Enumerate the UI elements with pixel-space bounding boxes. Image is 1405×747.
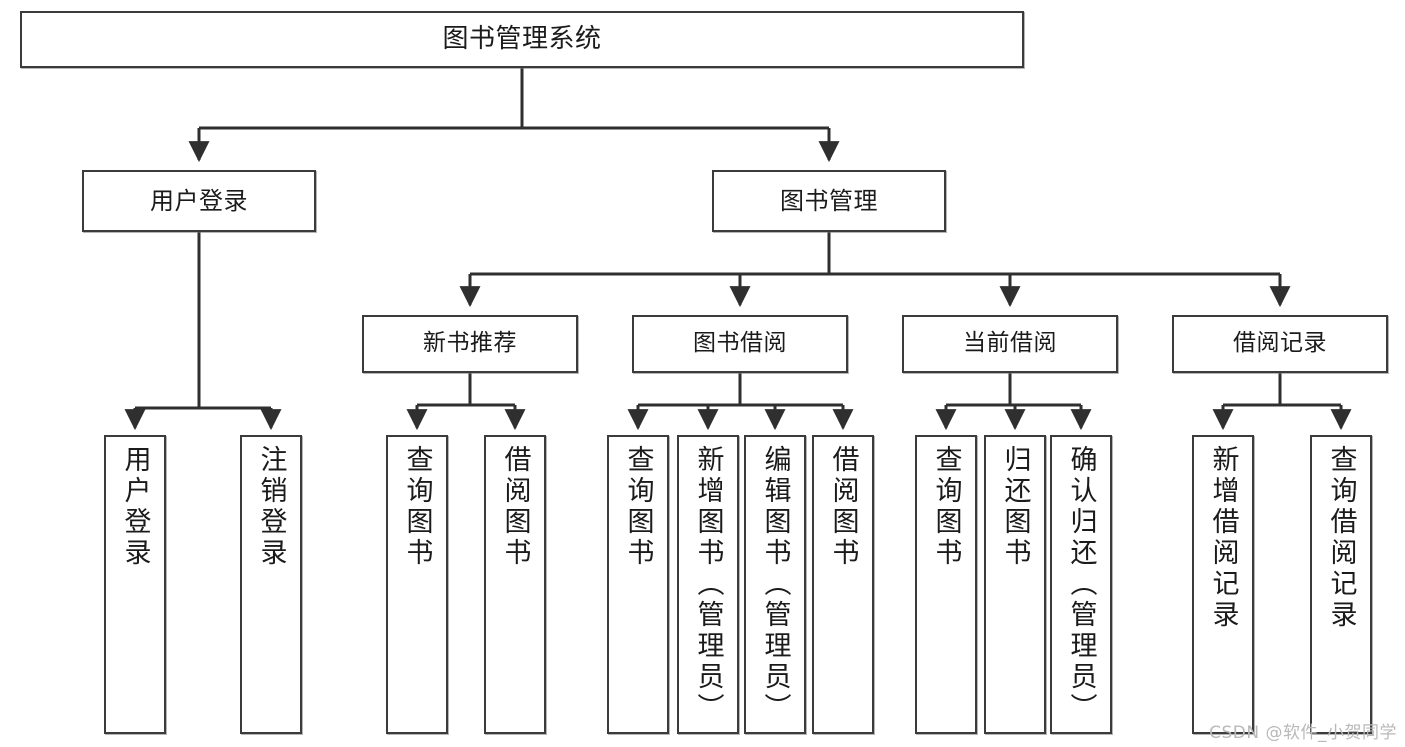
node-leaf-borrow-book-rec[interactable]: 借阅图书 (484, 435, 546, 734)
node-leaf-query-record-label: 查询借阅记录 (1325, 445, 1357, 631)
node-leaf-return-book[interactable]: 归还图书 (984, 435, 1046, 734)
node-book-manage[interactable]: 图书管理 (712, 170, 946, 232)
node-leaf-add-record[interactable]: 新增借阅记录 (1192, 435, 1254, 734)
node-user-login-label: 用户登录 (150, 186, 248, 215)
node-leaf-query-record[interactable]: 查询借阅记录 (1310, 435, 1372, 734)
node-leaf-query-book-current-label: 查询图书 (930, 445, 962, 569)
node-borrow-record-label: 借阅记录 (1233, 330, 1327, 357)
node-leaf-query-book-borrow[interactable]: 查询图书 (607, 435, 669, 734)
node-new-book-rec-label: 新书推荐 (423, 330, 517, 357)
node-user-login[interactable]: 用户登录 (82, 170, 316, 232)
node-leaf-borrow-book[interactable]: 借阅图书 (812, 435, 874, 734)
node-book-borrow[interactable]: 图书借阅 (632, 315, 848, 373)
node-leaf-user-login[interactable]: 用户登录 (104, 435, 166, 734)
node-leaf-query-book-rec-label: 查询图书 (401, 445, 433, 569)
node-leaf-confirm-return[interactable]: 确认归还（管理员） (1050, 435, 1112, 734)
node-leaf-borrow-book-rec-label: 借阅图书 (499, 445, 531, 569)
node-leaf-add-record-label: 新增借阅记录 (1207, 445, 1239, 631)
node-leaf-logout-login[interactable]: 注销登录 (240, 435, 302, 734)
csdn-watermark: CSDN @软件_小贺同学 (1209, 723, 1397, 743)
node-root-label: 图书管理系统 (442, 24, 602, 55)
node-leaf-query-book-borrow-label: 查询图书 (622, 445, 654, 569)
node-leaf-confirm-return-label: 确认归还（管理员） (1065, 445, 1097, 724)
node-book-borrow-label: 图书借阅 (693, 330, 787, 357)
node-new-book-rec[interactable]: 新书推荐 (362, 315, 578, 373)
node-leaf-borrow-book-label: 借阅图书 (827, 445, 859, 569)
node-borrow-record[interactable]: 借阅记录 (1172, 315, 1388, 373)
node-leaf-return-book-label: 归还图书 (999, 445, 1031, 569)
node-leaf-add-book-label: 新增图书（管理员） (692, 445, 724, 724)
node-leaf-edit-book[interactable]: 编辑图书（管理员） (744, 435, 806, 734)
node-current-borrow[interactable]: 当前借阅 (902, 315, 1118, 373)
node-leaf-query-book-current[interactable]: 查询图书 (915, 435, 977, 734)
node-leaf-logout-login-label: 注销登录 (255, 445, 287, 569)
node-current-borrow-label: 当前借阅 (963, 330, 1057, 357)
node-book-manage-label: 图书管理 (780, 186, 878, 215)
node-leaf-edit-book-label: 编辑图书（管理员） (759, 445, 791, 724)
node-leaf-add-book[interactable]: 新增图书（管理员） (677, 435, 739, 734)
node-leaf-query-book-rec[interactable]: 查询图书 (386, 435, 448, 734)
node-leaf-user-login-label: 用户登录 (119, 445, 151, 569)
node-root[interactable]: 图书管理系统 (20, 11, 1024, 68)
